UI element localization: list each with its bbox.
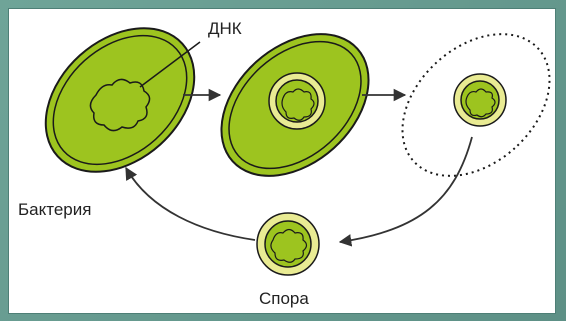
dna-label: ДНК [208,19,242,39]
spore-label: Спора [259,289,309,309]
arrow-3 [340,137,472,242]
arrow-4 [126,168,255,240]
bacterium-cell [17,0,222,201]
spore [257,213,319,275]
bacterium-label: Бактерия [18,200,91,220]
lysing-cell [375,6,566,205]
